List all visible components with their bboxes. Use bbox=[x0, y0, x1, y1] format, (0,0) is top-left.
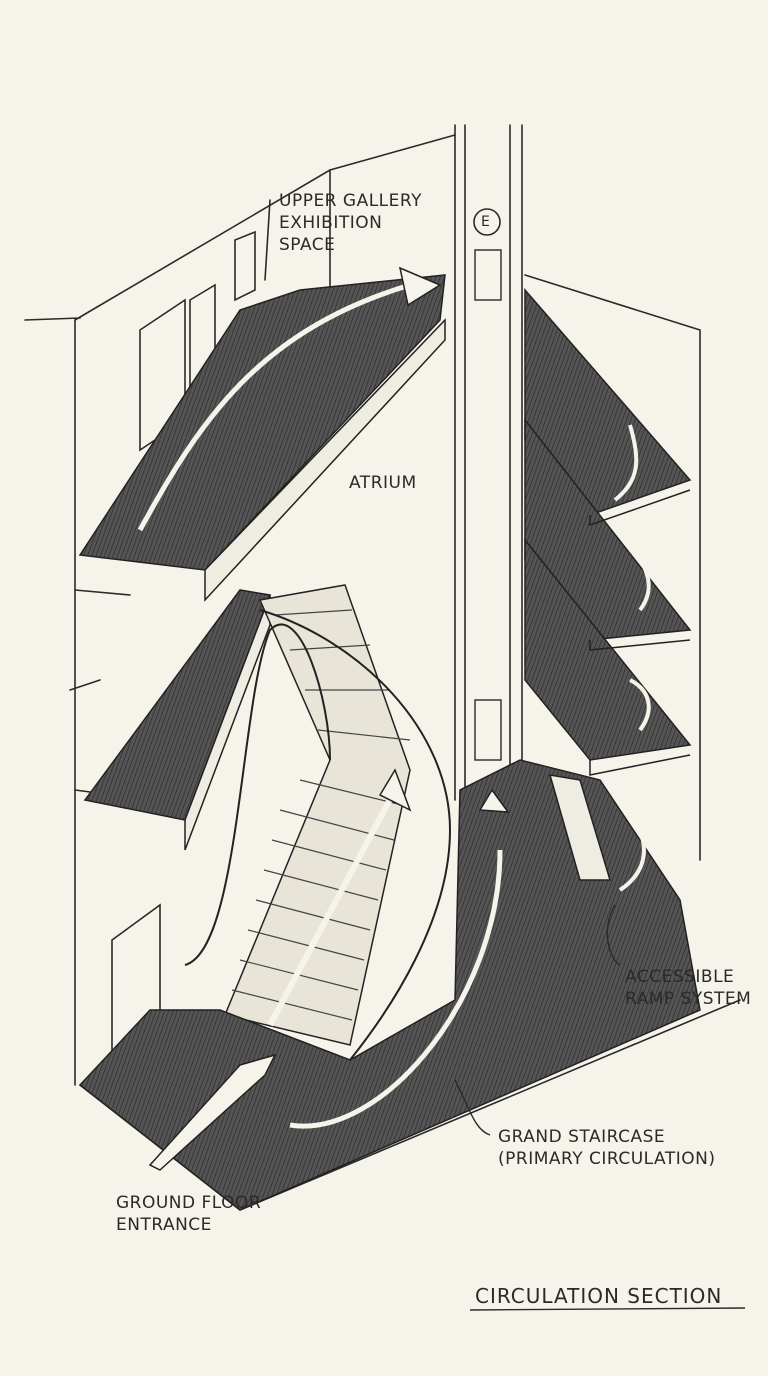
right-wall bbox=[524, 274, 701, 861]
ramp-system bbox=[524, 287, 692, 892]
staircase-line-2: (PRIMARY CIRCULATION) bbox=[498, 1149, 716, 1169]
entrance-line-1: GROUND FLOOR bbox=[116, 1193, 262, 1213]
entrance-line-2: ENTRANCE bbox=[116, 1215, 212, 1235]
staircase-label: GRAND STAIRCASE (PRIMARY CIRCULATION) bbox=[498, 1126, 715, 1170]
stair-treads bbox=[231, 609, 411, 1021]
upper-gallery-label: UPPER GALLERY EXHIBITION SPACE bbox=[279, 190, 422, 256]
elevator-shaft bbox=[454, 124, 523, 811]
elevator-icon bbox=[473, 208, 501, 236]
drawing-title: CIRCULATION SECTION bbox=[475, 1284, 723, 1308]
ramp-label: ACCESSIBLE RAMP SYSTEM bbox=[625, 966, 751, 1010]
upper-gallery-line-1: UPPER GALLERY bbox=[279, 191, 422, 211]
staircase-line-1: GRAND STAIRCASE bbox=[498, 1127, 666, 1147]
upper-gallery-line-2: EXHIBITION bbox=[279, 213, 383, 233]
upper-arrow bbox=[137, 282, 411, 532]
entrance-label: GROUND FLOOR ENTRANCE bbox=[116, 1192, 261, 1236]
upper-gallery-line-3: SPACE bbox=[279, 235, 336, 255]
ramp-line-1: ACCESSIBLE bbox=[625, 967, 735, 987]
elevator-mark: E bbox=[481, 214, 491, 230]
ramp-line-2: RAMP SYSTEM bbox=[625, 989, 752, 1009]
atrium-label: ATRIUM bbox=[349, 473, 417, 493]
entrance-arrow bbox=[148, 1053, 277, 1171]
